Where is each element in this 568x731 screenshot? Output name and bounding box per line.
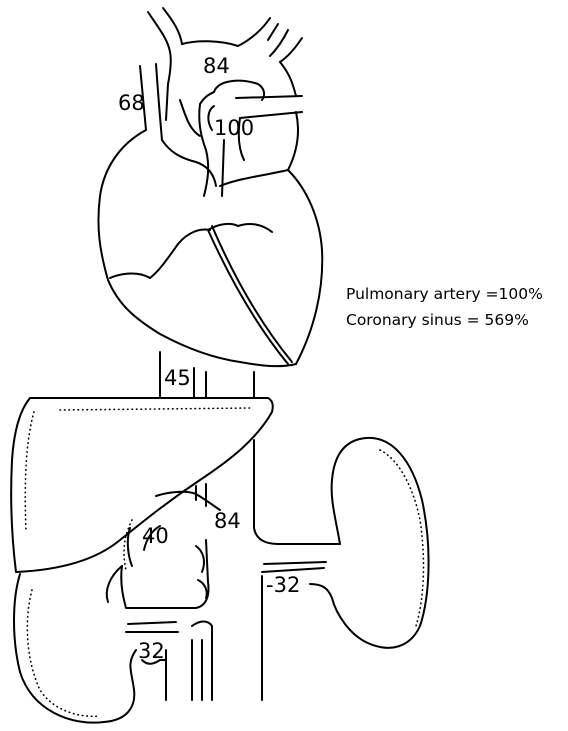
label-left-renal-vein: -32 — [266, 575, 300, 596]
legend: Pulmonary artery =100% Coronary sinus = … — [346, 281, 543, 333]
label-aortic-arch: 84 — [203, 56, 230, 77]
legend-pulmonary-artery: Pulmonary artery =100% — [346, 281, 543, 307]
label-superior-vena-cava: 68 — [118, 93, 145, 114]
left-kidney — [310, 438, 429, 648]
label-pulmonary-artery: 100 — [214, 118, 254, 139]
heart — [98, 130, 322, 366]
right-kidney — [14, 566, 136, 723]
label-renal-level-ivc: 84 — [214, 511, 241, 532]
legend-coronary-sinus: Coronary sinus = 569% — [346, 307, 543, 333]
label-right-renal-vein: 32 — [138, 641, 165, 662]
great-vessels — [148, 8, 302, 196]
label-inferior-vena-cava: 45 — [164, 368, 191, 389]
label-hepatic-vein: 40 — [142, 526, 169, 547]
